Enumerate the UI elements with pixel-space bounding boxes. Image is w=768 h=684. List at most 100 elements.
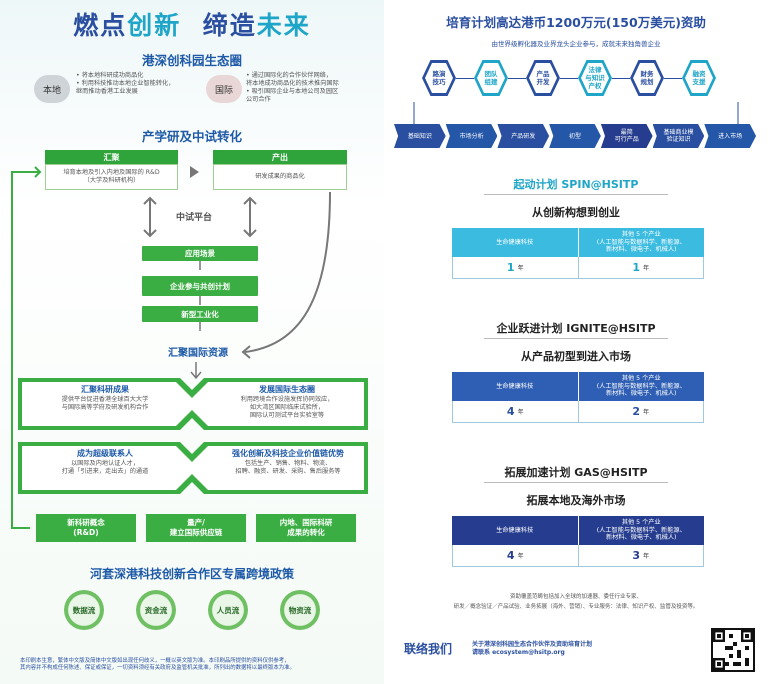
intl-tag: 国际: [206, 75, 242, 103]
contact-line-1: 关于港深创科园生态合作伙伴及资助培育计划: [472, 641, 593, 648]
hex-link: [612, 78, 630, 79]
support-hex-label: 法律 与知识 产权: [581, 63, 609, 93]
support-hex-5: 财务 规划: [630, 60, 664, 96]
stage-7: 进入市场: [704, 124, 757, 148]
program-tagline: 从创新构想到创业: [532, 206, 620, 219]
cross-bl-text: 以国际及内地认证人才，打通「引进来，走出去」的通道: [61, 460, 149, 475]
step-industrialization: 新型工业化: [142, 306, 258, 322]
program-table: 生命健康科技其他 5 个产业 (人工智能与数据科学、新能源、 新材料、微电子、机…: [452, 228, 704, 279]
program-table-head: 生命健康科技其他 5 个产业 (人工智能与数据科学、新能源、 新材料、微电子、机…: [452, 228, 704, 257]
col-life-science: 生命健康科技: [452, 372, 578, 401]
stage-3: 产品研发: [497, 124, 550, 148]
col-life-science: 生命健康科技: [452, 228, 578, 257]
pilot-platform-label: 中试平台: [176, 213, 213, 223]
intl-text: • 通过国际化的合作伙伴网络， 将本地成功商品化的技术推向国际• 吸引国际企业与…: [246, 72, 339, 103]
coverage-note-1: 资助覆盖范畴包括加入全球的加速器、委任行业专家、: [509, 594, 642, 600]
output-box: 研发成果的商品化: [213, 164, 347, 190]
stage-6: 基础商业模 验证知识: [652, 124, 705, 148]
hex-link: [560, 78, 578, 79]
stage-1: 基础知识: [394, 124, 446, 148]
transform-title: 产学研及中试转化: [141, 129, 242, 144]
col-life-science: 生命健康科技: [452, 516, 578, 545]
step-co-creation: 企业参与共创计划: [142, 276, 258, 296]
cross-bands: [18, 378, 368, 494]
support-hex-2: 团队 组建: [474, 60, 508, 96]
stage-2: 市场分析: [445, 124, 498, 148]
loop-arrow-icon: [11, 166, 42, 529]
stage-bar: 基础知识市场分析产品研发初型最简 可行产品基础商业模 验证知识进入市场: [394, 124, 757, 148]
capital-flow-badge: 资金流: [136, 590, 176, 630]
support-hex-1: 路演 技巧: [422, 60, 456, 96]
flow-arrows: [11, 166, 331, 529]
intl-resources-label: 汇聚国际资源: [168, 348, 228, 359]
step-application: 应用场景: [142, 246, 258, 261]
hero-title: 燃点创新 缔造未来: [0, 6, 384, 42]
output-rd: 新科研概念(R&D): [36, 514, 136, 542]
output-transfer: 内地、国际科研成果的转化: [256, 514, 356, 542]
pilot-arrow-right-icon: [243, 196, 257, 238]
funding-subtitle: 由世界级孵化器及业界龙头企业参与，成就未来独角兽企业: [491, 40, 661, 48]
hex-link: [664, 78, 682, 79]
down-arrow-icon: [190, 362, 202, 380]
qr-code-icon[interactable]: [711, 628, 755, 672]
hero-part-1: 燃点: [73, 11, 128, 40]
program-table: 生命健康科技其他 5 个产业 (人工智能与数据科学、新能源、 新材料、微电子、机…: [452, 516, 704, 567]
contact-email[interactable]: 请联系 ecosystem@hsitp.org: [472, 649, 565, 656]
contact-text: 关于港深创科园生态合作伙伴及资助培育计划 请联系 ecosystem@hsitp…: [472, 641, 592, 657]
cross-tl-title: 汇聚科研成果: [81, 385, 129, 394]
program-tagline: 拓展本地及海外市场: [526, 494, 626, 507]
gather-label: 汇聚: [45, 150, 178, 164]
contact-label: 联络我们: [404, 642, 453, 656]
output-label: 产出: [213, 150, 347, 164]
cross-tr-title: 发展国际生态圈: [259, 385, 315, 394]
arrow-right-icon: [190, 166, 199, 178]
left-panel: 燃点创新 缔造未来 港深创科园生态圈 本地 • 将本地科研成功商品化• 利用科技…: [0, 0, 384, 684]
support-hex-4: 法律 与知识 产权: [578, 60, 612, 96]
cross-tr-text: 利用跨境合作设施发挥协同效应，如大湾区国际临床试验所，国际认可测试平台实验室等: [240, 396, 334, 419]
stage-5: 最简 可行产品: [600, 124, 653, 148]
policy-title: 河套深港科技创新合作区专属跨境政策: [89, 567, 294, 581]
funding-title: 培育计划高达港币1200万元(150万美元)资助: [446, 15, 706, 30]
program-tagline: 从产品初型到进入市场: [521, 350, 631, 363]
cross-br-text: 包括生产、销售、物料、物流、招聘、融资、研发、采购、售后服务等: [235, 460, 341, 475]
program-divider: [484, 194, 668, 195]
support-hex-label: 团队 组建: [477, 63, 505, 93]
goods-flow-badge: 物资流: [280, 590, 320, 630]
support-hex-label: 融资 支援: [685, 63, 713, 93]
cross-tl-text: 提供平台促进香港全球百大大学与国际高等学府及研发机构合作: [61, 396, 149, 411]
support-hex-3: 产品 开发: [526, 60, 560, 96]
program-title: 企业跃进计划 IGNITE@HSITP: [496, 322, 656, 335]
ecosystem-title: 港深创科园生态圈: [141, 53, 242, 68]
coverage-note-2: 研发／概念验证／产品试验、业务拓展（海外、营销）、专业服务：法律、知识产权、监管…: [453, 604, 699, 610]
program-title: 拓展加速计划 GAS@HSITP: [504, 466, 648, 479]
hex-link: [456, 78, 474, 79]
program-table-head: 生命健康科技其他 5 个产业 (人工智能与数据科学、新能源、 新材料、微电子、机…: [452, 372, 704, 401]
col-other-industries: 其他 5 个产业 (人工智能与数据科学、新能源、 新材料、微电子、机械人): [577, 228, 704, 257]
data-flow-badge: 数据流: [64, 590, 104, 630]
program-table-head: 生命健康科技其他 5 个产业 (人工智能与数据科学、新能源、 新材料、微电子、机…: [452, 516, 704, 545]
hero-part-3: 缔造: [202, 11, 257, 40]
program-divider: [484, 338, 668, 339]
pilot-arrow-left-icon: [143, 196, 157, 238]
col-other-industries: 其他 5 个产业 (人工智能与数据科学、新能源、 新材料、微电子、机械人): [577, 372, 704, 401]
support-hex-6: 融资 支援: [682, 60, 716, 96]
people-flow-badge: 人员流: [208, 590, 248, 630]
local-tag: 本地: [34, 75, 70, 103]
disclaimer: 本印刷本生意，繁体中文版及简体中文版如出现任何歧义，一概以英文版为准。本印刷品所…: [20, 658, 295, 671]
program-divider: [484, 482, 668, 483]
curve-arrow-icon: [244, 191, 331, 353]
col-other-industries: 其他 5 个产业 (人工智能与数据科学、新能源、 新材料、微电子、机械人): [577, 516, 704, 545]
hex-link: [508, 78, 526, 79]
cross-br-title: 强化创新及科技企业价值链优势: [232, 449, 344, 458]
output-supply-chain: 量产/建立国际供应链: [146, 514, 246, 542]
